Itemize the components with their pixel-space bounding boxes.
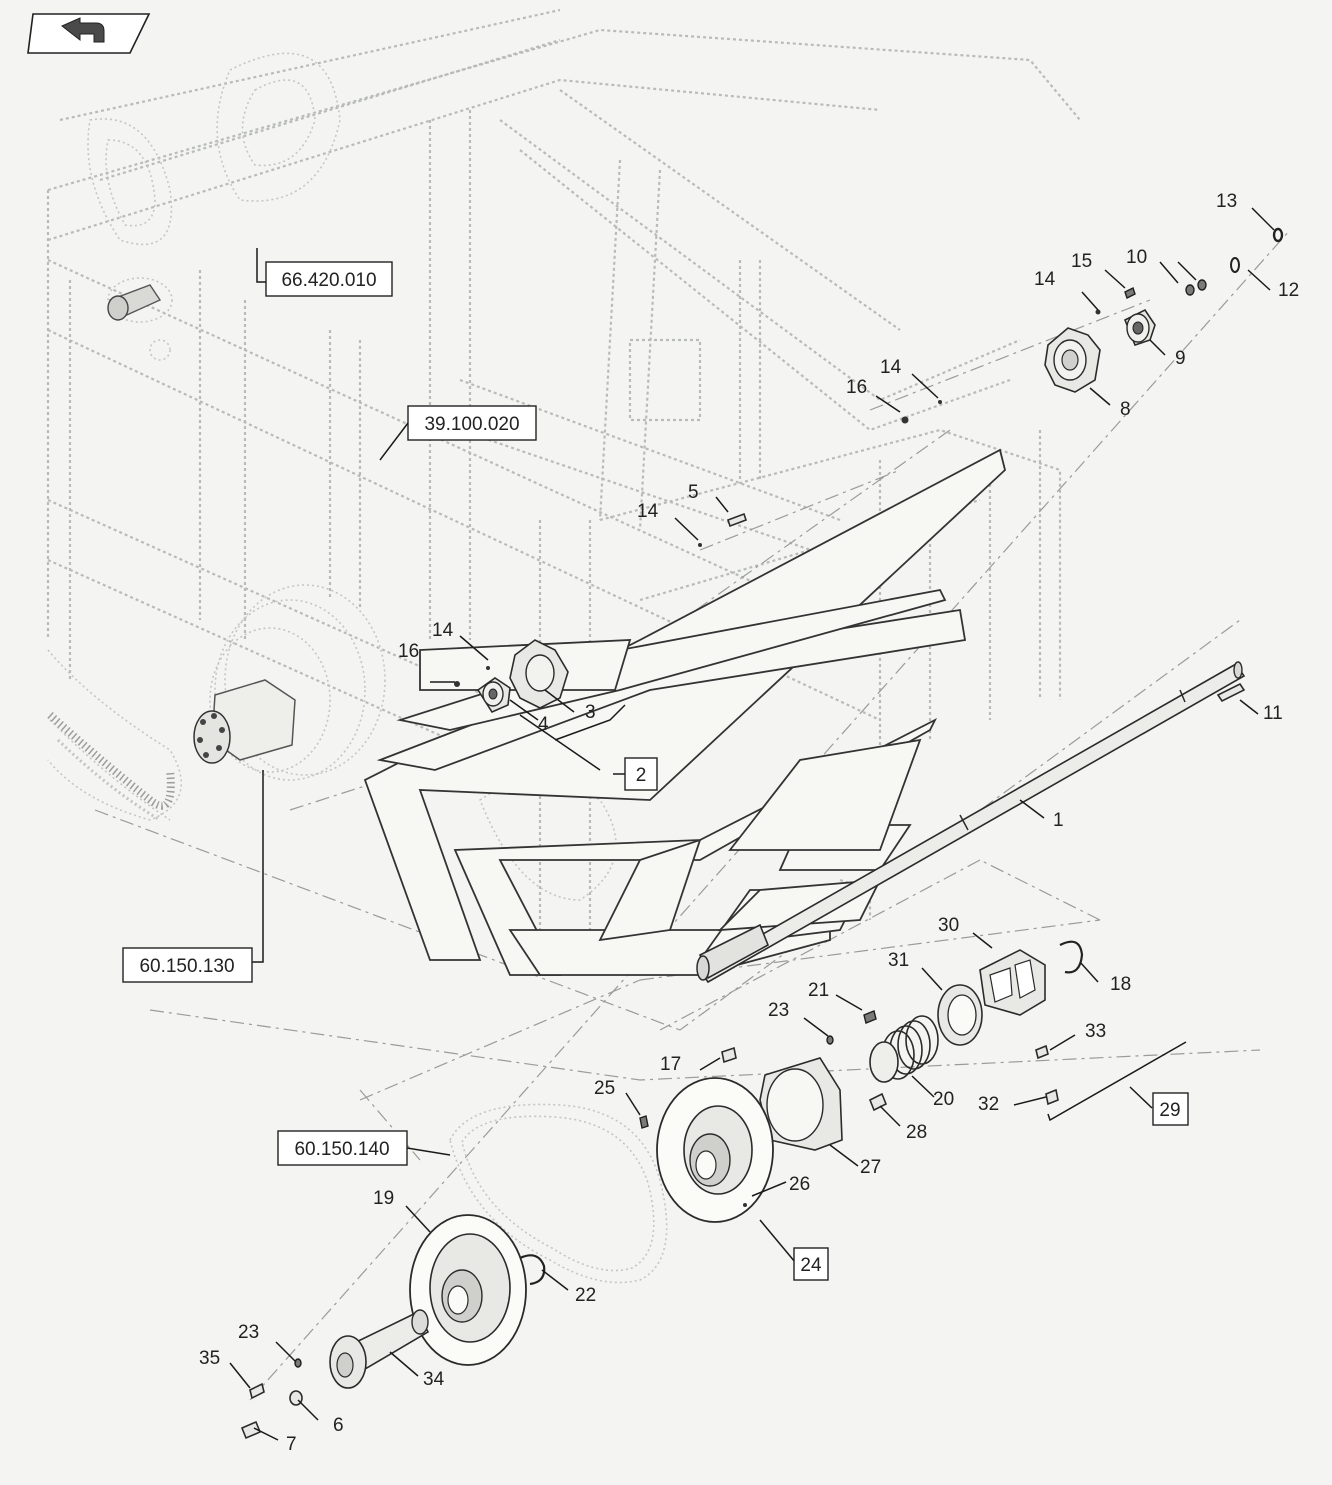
svg-text:66.420.010: 66.420.010 <box>281 270 376 291</box>
svg-text:29: 29 <box>1159 1100 1180 1121</box>
snap-ring-22 <box>519 1254 546 1286</box>
bearing-left <box>454 666 511 714</box>
callout-9: 9 <box>1175 348 1186 369</box>
ref-39-100-020[interactable]: 39.100.020 <box>407 405 537 441</box>
kit-2[interactable]: 2 <box>624 757 658 791</box>
callout-14-d: 14 <box>432 620 454 641</box>
small-fasteners-right <box>698 227 1284 547</box>
spring-20 <box>869 1015 939 1083</box>
pulley-fixed-19 <box>409 1214 527 1366</box>
kit-24[interactable]: 24 <box>793 1247 829 1281</box>
belt-hatched <box>47 712 175 822</box>
main-shaft <box>696 661 1246 984</box>
callout-23-b: 23 <box>238 1322 259 1343</box>
callout-12: 12 <box>1278 280 1299 301</box>
callout-15: 15 <box>1071 251 1092 272</box>
input-shaft-left <box>107 277 173 361</box>
callout-11: 11 <box>1263 703 1283 724</box>
ref-60-150-130[interactable]: 60.150.130 <box>122 947 253 983</box>
callout-22: 22 <box>575 1285 596 1306</box>
callout-5: 5 <box>688 482 699 503</box>
svg-text:39.100.020: 39.100.020 <box>424 414 519 435</box>
callout-18: 18 <box>1110 974 1131 995</box>
callout-14-b: 14 <box>880 357 902 378</box>
callout-16-a: 16 <box>846 377 867 398</box>
callout-14-c: 14 <box>637 501 659 522</box>
drive-shield-panels <box>363 448 1007 976</box>
callout-20: 20 <box>933 1089 954 1110</box>
variator-ring-31 <box>937 984 983 1046</box>
fasteners-29-kit <box>639 1010 1059 1129</box>
shaft-key <box>1216 682 1246 703</box>
callout-27: 27 <box>860 1157 881 1178</box>
kit-29[interactable]: 29 <box>1152 1092 1189 1126</box>
snap-ring-18 <box>1059 940 1084 974</box>
main-pulley-ghost <box>193 584 386 781</box>
bearing-flange-right <box>1044 327 1101 393</box>
ref-66-420-010[interactable]: 66.420.010 <box>265 261 393 297</box>
svg-text:2: 2 <box>636 765 647 786</box>
combine-frame-ghost <box>46 8 1081 960</box>
callout-10: 10 <box>1126 247 1147 268</box>
leader-lines <box>229 207 1275 1441</box>
bearing-flange-left <box>509 639 569 709</box>
belt-ghost <box>449 1103 668 1284</box>
callout-33: 33 <box>1085 1021 1106 1042</box>
callout-6: 6 <box>333 1415 344 1436</box>
callout-1: 1 <box>1053 810 1064 831</box>
pulley-flange-27 <box>759 1057 843 1151</box>
callout-25: 25 <box>594 1078 615 1099</box>
svg-text:24: 24 <box>800 1255 822 1276</box>
callout-14-a: 14 <box>1034 269 1056 290</box>
callout-8: 8 <box>1120 399 1131 420</box>
callout-16-b: 16 <box>398 641 419 662</box>
callout-17: 17 <box>660 1054 681 1075</box>
back-button[interactable] <box>27 13 151 54</box>
callout-7: 7 <box>286 1434 297 1455</box>
callout-13: 13 <box>1216 191 1237 212</box>
bearing-right <box>1123 308 1156 346</box>
variator-cam-30 <box>979 949 1046 1016</box>
callout-4: 4 <box>538 714 549 735</box>
ref-60-150-140[interactable]: 60.150.140 <box>277 1130 408 1166</box>
callout-28: 28 <box>906 1122 927 1143</box>
callout-31: 31 <box>888 950 909 971</box>
callout-32: 32 <box>978 1094 999 1115</box>
callout-numbers: 1 3 4 5 6 7 8 9 10 11 12 13 14 14 14 14 … <box>199 191 1299 1455</box>
callout-26: 26 <box>789 1174 810 1195</box>
callout-3: 3 <box>585 702 596 723</box>
hub-shaft-34 <box>329 1309 430 1389</box>
callout-30: 30 <box>938 915 959 936</box>
return-arrow-icon <box>61 17 105 43</box>
callout-23-a: 23 <box>768 1000 789 1021</box>
svg-text:60.150.130: 60.150.130 <box>139 956 234 977</box>
callout-35: 35 <box>199 1348 220 1369</box>
callout-34: 34 <box>423 1369 445 1390</box>
pulley-half-24 <box>656 1077 774 1223</box>
callout-19: 19 <box>373 1188 394 1209</box>
callout-21: 21 <box>808 980 829 1001</box>
center-lines <box>94 229 1291 1401</box>
svg-text:60.150.140: 60.150.140 <box>294 1139 389 1160</box>
